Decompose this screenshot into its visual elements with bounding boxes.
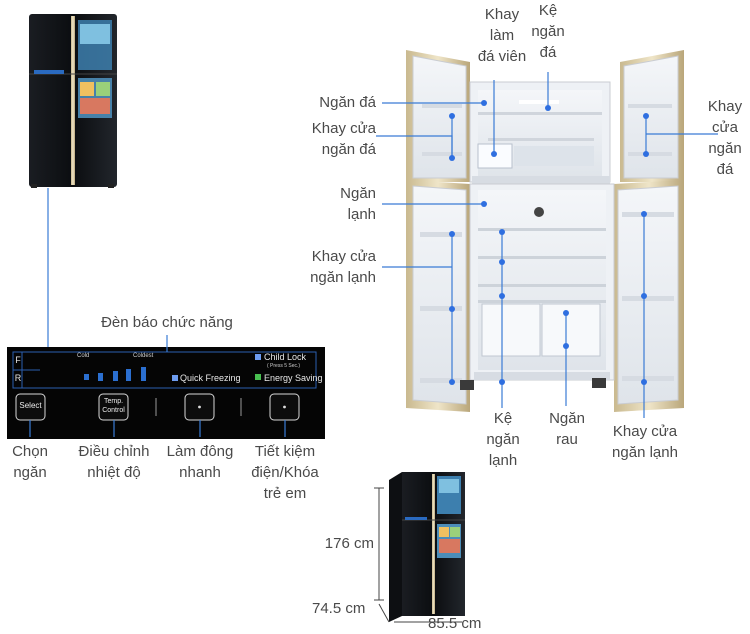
label-tiet-kiem-dien: Tiết kiệm điện/Khóa trẻ em xyxy=(251,443,319,502)
quick-freezing-button[interactable] xyxy=(185,394,214,420)
label-dieu-chinh-nhiet-do: Điều chỉnh nhiệt độ xyxy=(78,443,150,481)
panel-press5: ( Press 5 Sec.) xyxy=(267,363,301,369)
fridge-thumbnail-top xyxy=(29,14,117,188)
label-ke-ngan-da: Kệ ngăn đá xyxy=(531,2,565,61)
callout-dots xyxy=(449,100,649,385)
panel-r: R xyxy=(14,373,22,383)
dimension-height: 176 cm xyxy=(324,535,374,552)
label-den-bao-chuc-nang: Đèn báo chức năng xyxy=(101,314,233,331)
label-khay-lam-da-vien: Khay làm đá viên xyxy=(477,6,527,65)
panel-coldest: Coldest xyxy=(133,353,154,359)
label-ngan-lanh: Ngăn lạnh xyxy=(340,185,376,223)
label-khay-cua-ngan-lanh-right: Khay cửa ngăn lạnh xyxy=(612,423,678,461)
select-button[interactable]: Select xyxy=(19,401,42,410)
temp-control-button[interactable]: Temp. Control xyxy=(102,398,125,414)
label-khay-cua-ngan-da-right: Khay cửa ngăn đá xyxy=(707,98,743,178)
panel-energy-saving: Energy Saving xyxy=(264,373,323,383)
label-khay-cua-ngan-da-left: Khay cửa ngăn đá xyxy=(311,120,376,158)
label-lam-dong-nhanh: Làm đông nhanh xyxy=(166,443,234,481)
dimension-lines xyxy=(374,487,462,623)
control-panel xyxy=(7,347,325,439)
label-ke-ngan-lanh: Kệ ngăn lạnh xyxy=(486,410,520,469)
panel-cold: Cold xyxy=(77,353,90,359)
panel-quick-freezing: Quick Freezing xyxy=(180,373,241,383)
panel-child-lock: Child Lock xyxy=(264,352,307,362)
fridge-dimension-view xyxy=(389,472,465,622)
label-chon-ngan: Chọn ngăn xyxy=(12,443,48,481)
label-ngan-rau: Ngăn rau xyxy=(549,410,585,448)
panel-f: F xyxy=(15,355,21,365)
fridge-open-view xyxy=(406,50,684,412)
dimension-depth: 74.5 cm xyxy=(312,600,366,617)
label-ngan-da: Ngăn đá xyxy=(319,94,376,111)
dimension-width: 85.5 cm xyxy=(428,615,482,632)
label-khay-cua-ngan-lanh-left: Khay cửa ngăn lạnh xyxy=(310,248,376,286)
energy-saving-button[interactable] xyxy=(270,394,299,420)
